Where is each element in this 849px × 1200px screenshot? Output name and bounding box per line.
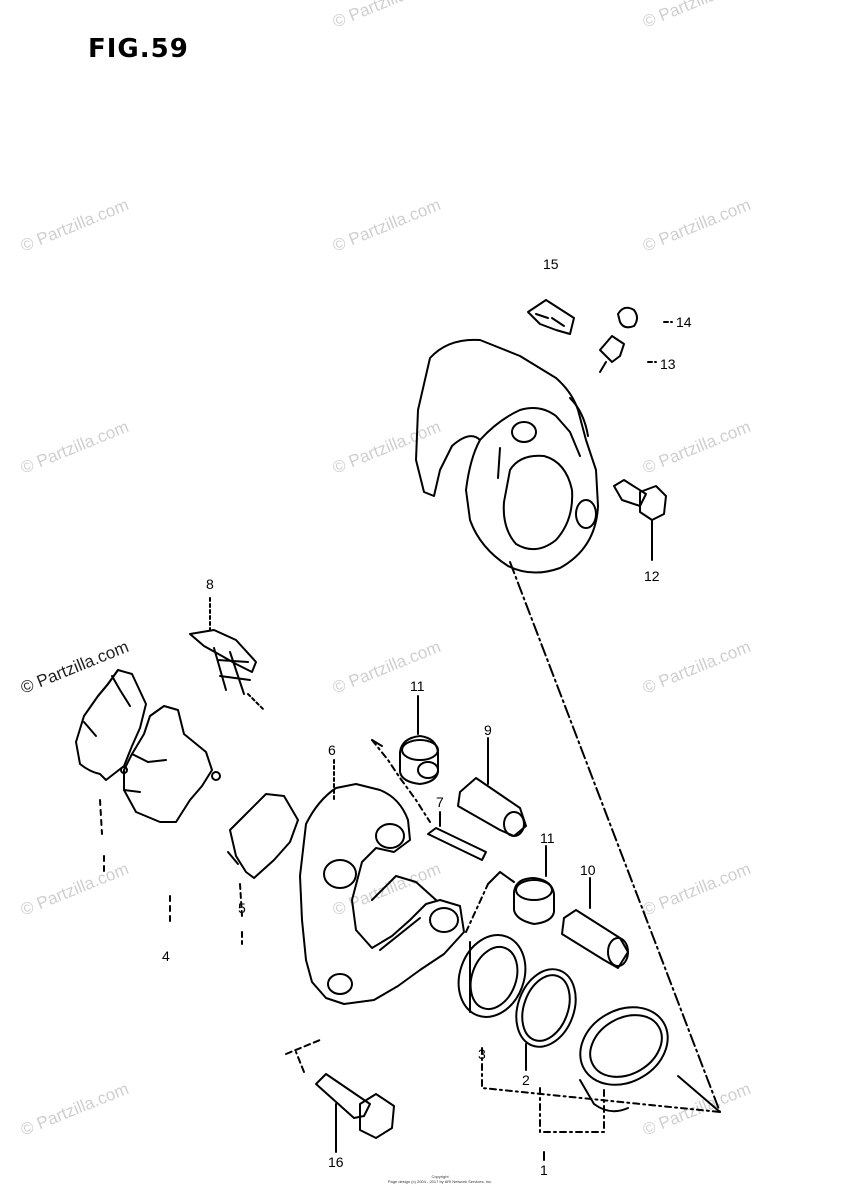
figure-title: FIG.59 — [88, 34, 189, 64]
callout-8: 8 — [206, 576, 214, 592]
callout-1: 1 — [540, 1162, 548, 1178]
callout-13: 13 — [660, 356, 676, 372]
copyright-notice: Copyright Page design (c) 2004 - 2017 by… — [370, 1174, 510, 1184]
callout-2: 2 — [522, 1072, 530, 1088]
part-7-small-pin[interactable] — [427, 827, 487, 861]
callout-6: 6 — [328, 742, 336, 758]
callout-11-upper: 11 — [410, 678, 425, 694]
part-8-pad-spring[interactable] — [189, 629, 265, 711]
part-15-pad-spring[interactable] — [527, 299, 575, 335]
part-9-pin[interactable] — [457, 777, 527, 837]
part-1-piston[interactable] — [566, 992, 682, 1113]
callout-15: 15 — [543, 256, 559, 272]
part-2-dust-seal[interactable] — [506, 961, 586, 1055]
part-10-pin[interactable] — [561, 909, 629, 969]
part-6-caliper-bracket[interactable] — [299, 783, 465, 1005]
part-3-piston-seal[interactable] — [448, 926, 537, 1027]
part-16-bolt[interactable] — [315, 1073, 395, 1139]
callout-4: 4 — [162, 948, 170, 964]
callout-16: 16 — [328, 1154, 344, 1170]
caliper-body[interactable] — [415, 338, 599, 574]
callout-9: 9 — [484, 722, 492, 738]
callout-12: 12 — [644, 568, 660, 584]
part-11-boot-upper[interactable] — [399, 735, 439, 785]
part-14-bleeder-cap[interactable] — [617, 306, 638, 329]
callout-14: 14 — [676, 314, 692, 330]
callout-3: 3 — [478, 1046, 486, 1062]
part-12-bolt[interactable] — [613, 479, 667, 521]
callout-10: 10 — [580, 862, 596, 878]
part-4-brake-pads[interactable] — [75, 669, 221, 925]
copyright-line-2: Page design (c) 2004 - 2017 by ARI Netwo… — [387, 1179, 493, 1184]
part-13-bleeder-valve[interactable] — [599, 335, 625, 373]
callout-5: 5 — [238, 900, 246, 916]
part-11-boot-lower[interactable] — [513, 877, 555, 925]
copyright-line-1: Copyright — [431, 1174, 449, 1179]
callout-11-lower: 11 — [540, 830, 555, 846]
part-5-shim[interactable] — [227, 793, 299, 945]
callout-7: 7 — [436, 794, 444, 810]
